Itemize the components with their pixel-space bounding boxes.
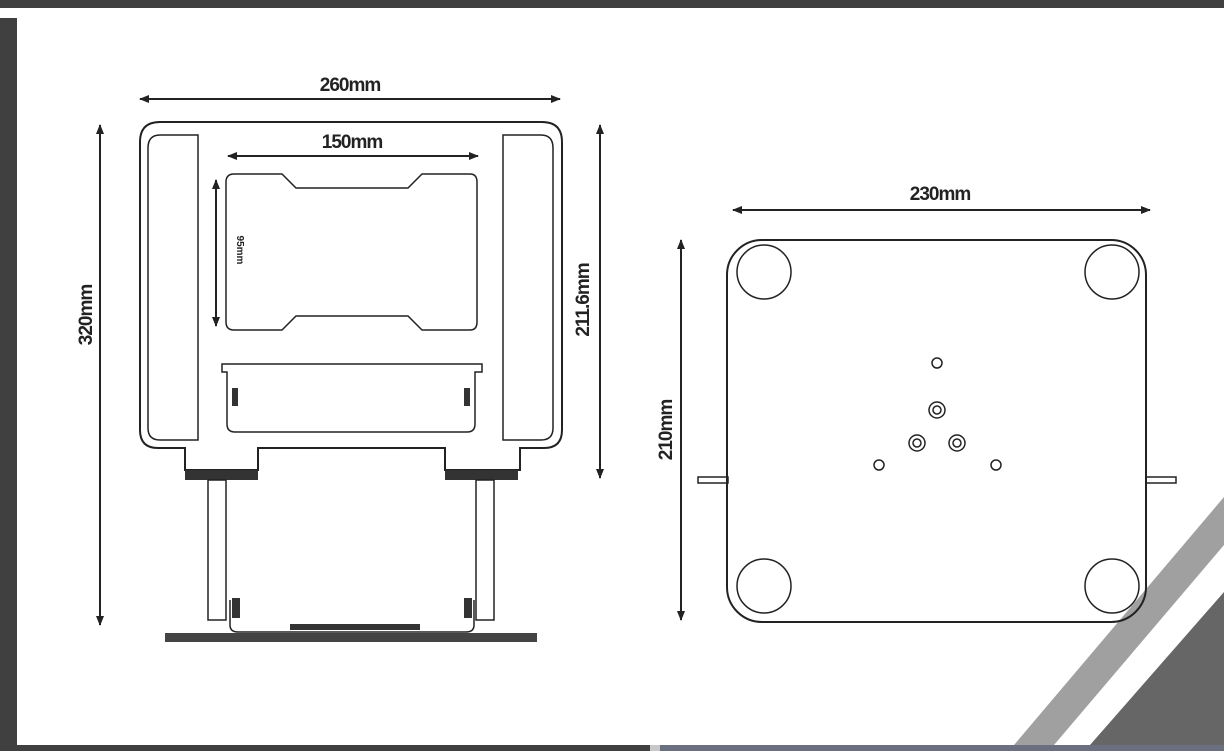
decorative-corner (1090, 592, 1224, 745)
inner-width-dimension-label: 150mm (322, 132, 383, 153)
base-depth-dimension-label: 210mm (656, 400, 677, 461)
bottom-frame-bar-right (660, 745, 1224, 751)
base-width-dimension-label: 230mm (910, 184, 971, 205)
bottom-frame-bar-left (0, 745, 650, 751)
panel-height-dimension-label: 211.6mm (573, 263, 594, 336)
top-frame-bar (0, 0, 1224, 8)
bottom-frame-divider (650, 745, 660, 751)
inner-height-dimension-label: 95mm (234, 236, 245, 265)
total-height-dimension-label: 320mm (76, 285, 97, 346)
base-view: 230mm 210mm (656, 184, 1177, 623)
left-frame-bar (0, 18, 17, 745)
front-view: 260mm 150mm 95mm 320mm 211.6mm (76, 75, 604, 642)
width-dimension-label: 260mm (320, 75, 381, 96)
